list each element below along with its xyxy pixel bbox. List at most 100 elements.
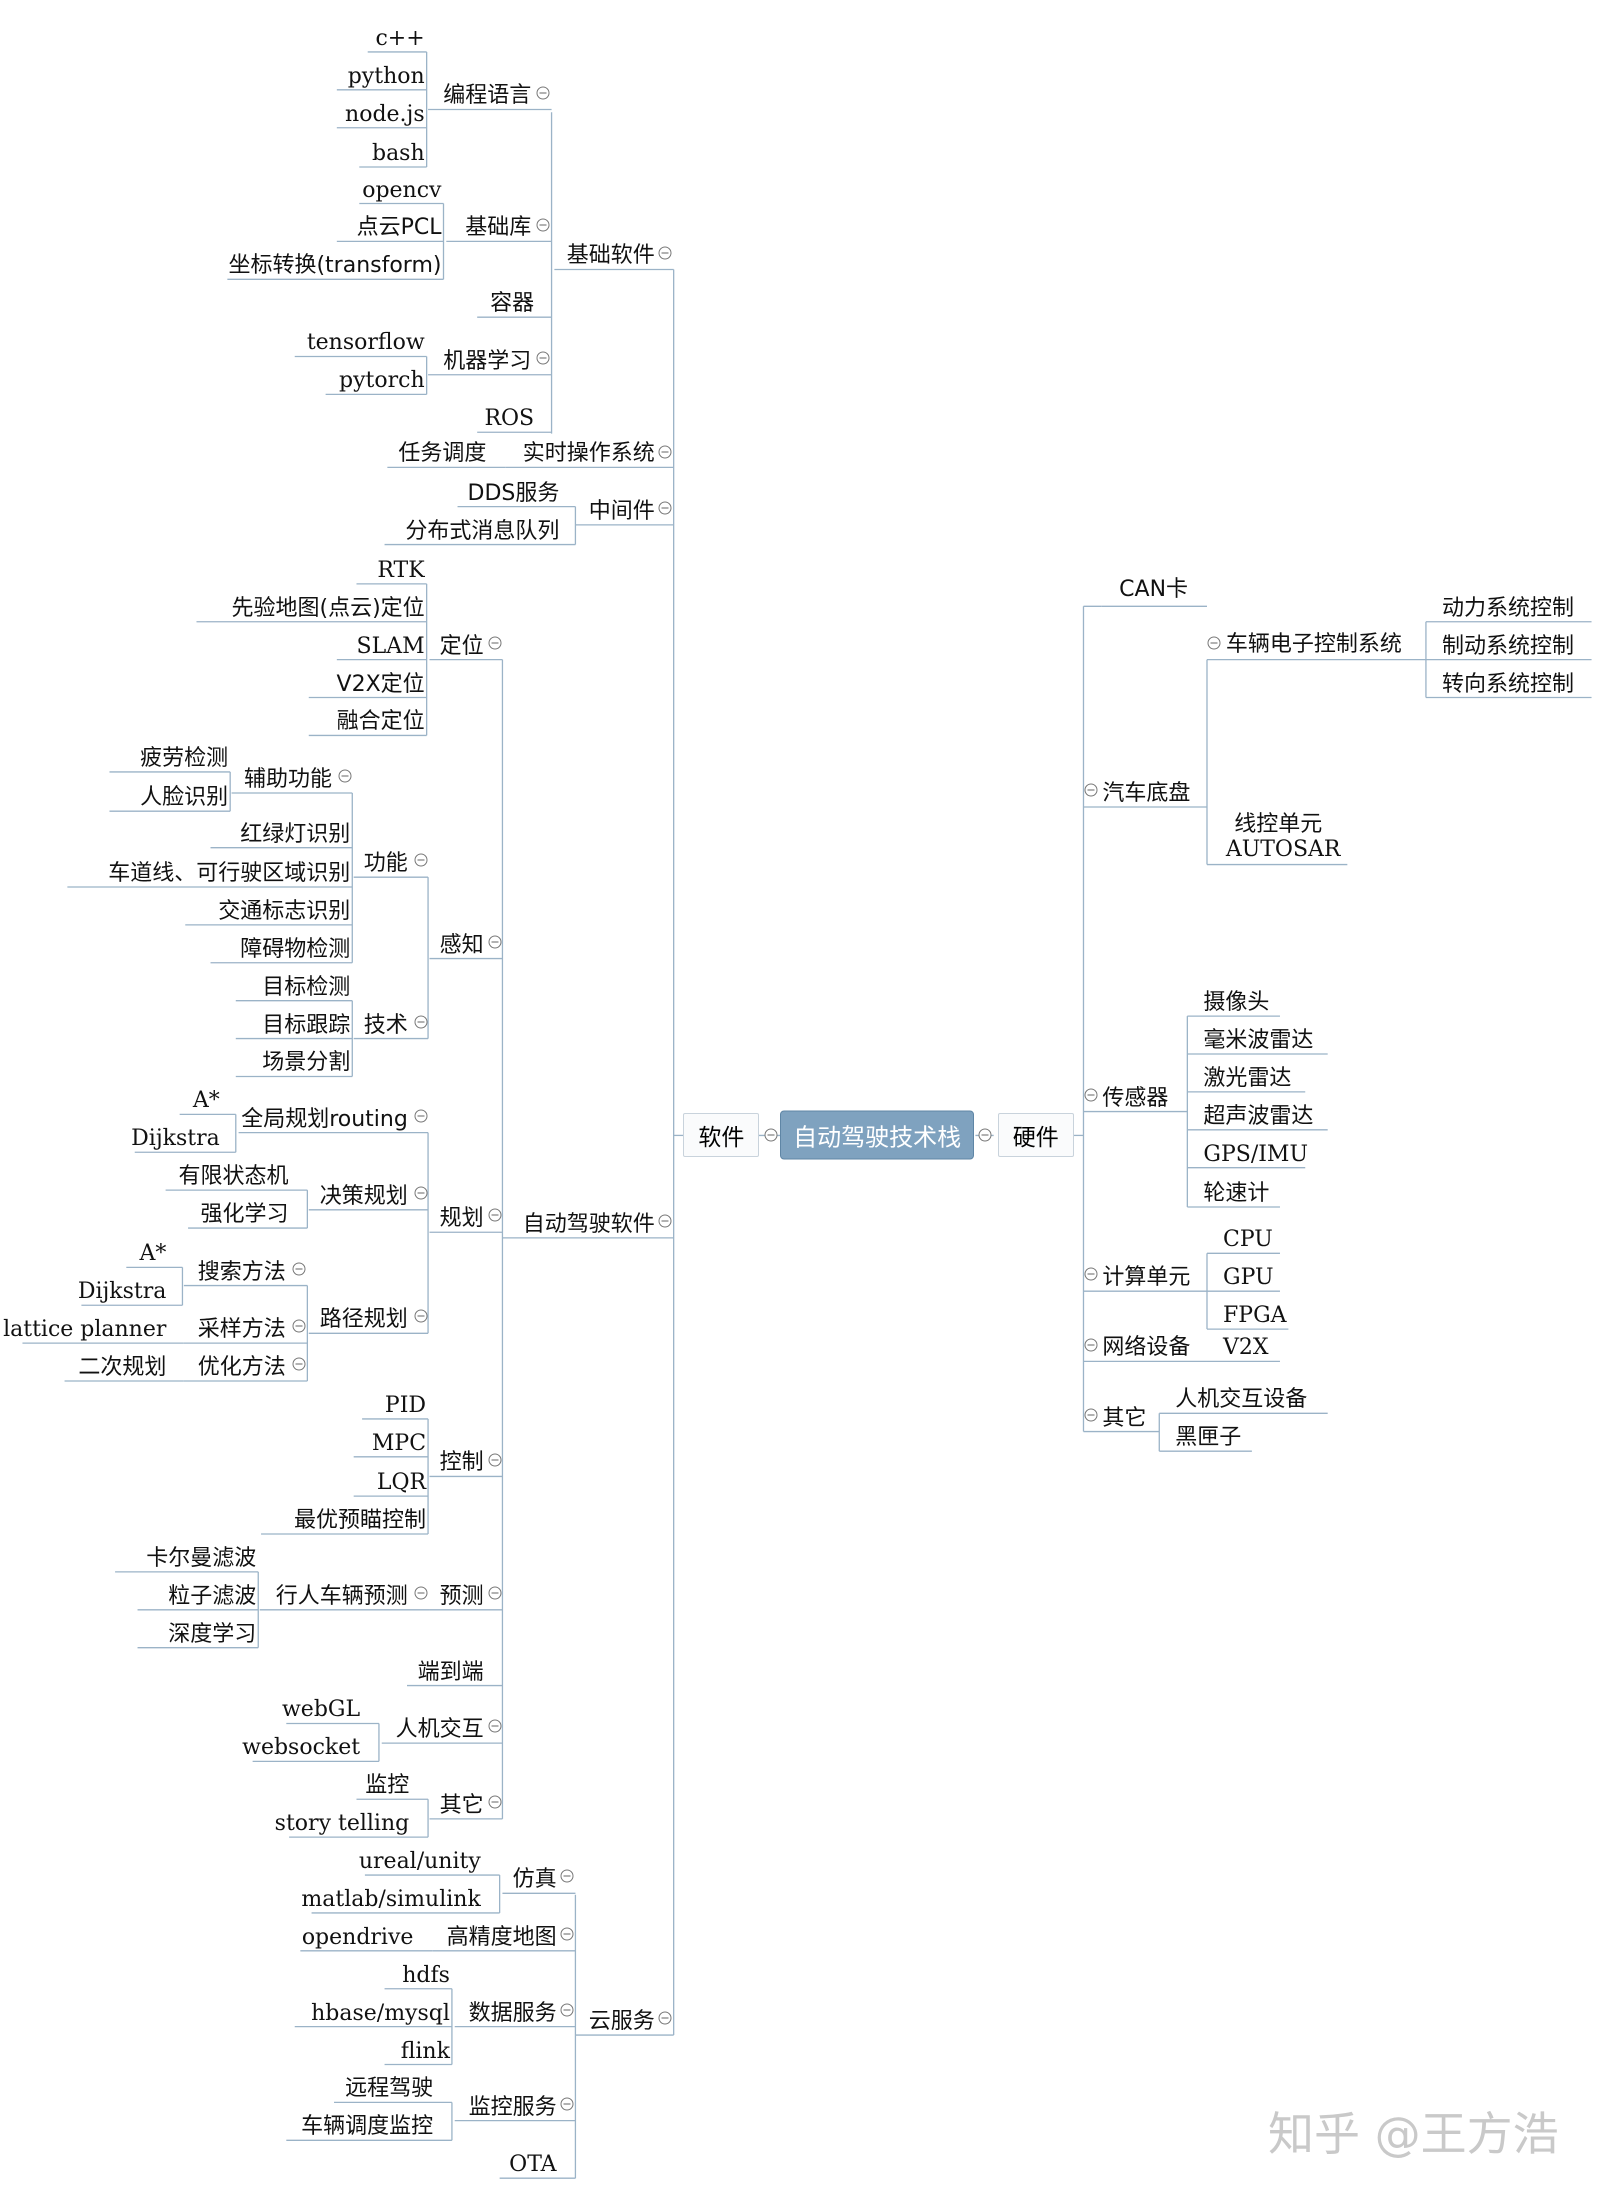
leaf-node[interactable]: 场景分割 (262, 1050, 351, 1076)
collapse-icon[interactable] (536, 86, 550, 100)
leaf-node[interactable]: 摄像头 (1203, 990, 1270, 1016)
collapse-icon[interactable] (1084, 783, 1097, 797)
branch-middleware[interactable]: 中间件 (588, 498, 655, 524)
collapse-icon[interactable] (658, 2011, 672, 2025)
collapse-icon[interactable] (560, 1869, 574, 1883)
leaf-node[interactable]: node.js (345, 101, 425, 127)
collapse-icon[interactable] (292, 1319, 306, 1333)
collapse-icon[interactable] (414, 1309, 428, 1323)
node-base-library[interactable]: 基础库 (465, 215, 532, 241)
leaf-node[interactable]: opencv (362, 177, 442, 203)
node-assist-function[interactable]: 辅助功能 (244, 766, 333, 792)
leaf-node[interactable]: 转向系统控制 (1441, 671, 1574, 697)
node-machine-learning[interactable]: 机器学习 (443, 348, 532, 374)
leaf-node[interactable]: 任务调度 (398, 441, 487, 467)
node-technology[interactable]: 技术 (363, 1012, 408, 1038)
node-ros[interactable]: ROS (484, 406, 535, 432)
collapse-icon[interactable] (1084, 1267, 1097, 1281)
leaf-node[interactable]: 目标跟踪 (262, 1012, 351, 1038)
node-path-planning[interactable]: 路径规划 (319, 1307, 408, 1333)
leaf-node[interactable]: 人脸识别 (140, 785, 229, 811)
leaf-node[interactable]: A* (192, 1088, 220, 1114)
collapse-icon[interactable] (764, 1128, 777, 1142)
leaf-node[interactable]: A* (139, 1241, 167, 1267)
node-monitor-service[interactable]: 监控服务 (468, 2094, 557, 2120)
collapse-icon[interactable] (414, 1109, 428, 1123)
leaf-node[interactable]: MPC (371, 1430, 427, 1456)
root-topic[interactable]: 自动驾驶技术栈 (780, 1110, 975, 1160)
leaf-node[interactable]: 红绿灯识别 (240, 821, 351, 847)
collapse-icon[interactable] (1207, 636, 1221, 650)
node-perception[interactable]: 感知 (439, 932, 484, 958)
node-decision-planning[interactable]: 决策规划 (319, 1183, 408, 1209)
node-planning[interactable]: 规划 (439, 1206, 484, 1232)
leaf-node[interactable]: GPS/IMU (1203, 1141, 1308, 1167)
leaf-node[interactable]: FPGA (1223, 1303, 1287, 1329)
leaf-node[interactable]: lattice planner (3, 1317, 167, 1343)
leaf-node[interactable]: 障碍物检测 (240, 936, 351, 962)
leaf-node[interactable]: CPU (1223, 1227, 1273, 1253)
software-branch[interactable]: 软件 (683, 1113, 760, 1158)
node-ecu[interactable]: 车辆电子控制系统 (1225, 632, 1402, 658)
collapse-icon[interactable] (978, 1128, 992, 1142)
node-hardware-other[interactable]: 其它 (1102, 1405, 1147, 1431)
leaf-node[interactable]: 融合定位 (336, 709, 425, 735)
node-compute[interactable]: 计算单元 (1102, 1265, 1191, 1291)
leaf-node[interactable]: python (347, 63, 425, 89)
node-ota[interactable]: OTA (509, 2152, 557, 2178)
node-data-service[interactable]: 数据服务 (468, 2000, 557, 2026)
leaf-node[interactable]: 人机交互设备 (1175, 1387, 1308, 1413)
collapse-icon[interactable] (414, 1586, 428, 1600)
node-hd-map[interactable]: 高精度地图 (446, 1924, 557, 1950)
node-container[interactable]: 容器 (490, 291, 535, 317)
collapse-icon[interactable] (488, 935, 502, 949)
leaf-node[interactable]: 疲劳检测 (140, 745, 229, 771)
leaf-node[interactable]: 毫米波雷达 (1203, 1028, 1314, 1053)
leaf-node[interactable]: c++ (375, 25, 425, 51)
leaf-node[interactable]: hdfs (402, 1962, 450, 1988)
leaf-node[interactable]: story telling (274, 1811, 410, 1837)
node-end-to-end[interactable]: 端到端 (417, 1659, 484, 1685)
collapse-icon[interactable] (1084, 1408, 1097, 1422)
collapse-icon[interactable] (536, 351, 550, 365)
leaf-node[interactable]: 分布式消息队列 (405, 518, 560, 544)
leaf-node[interactable]: 坐标转换(transform) (228, 253, 442, 279)
leaf-node[interactable]: hbase/mysql (311, 2000, 450, 2026)
collapse-icon[interactable] (1084, 1338, 1097, 1352)
node-other[interactable]: 其它 (439, 1792, 484, 1818)
leaf-node[interactable]: 交通标志识别 (218, 898, 351, 924)
branch-cloud[interactable]: 云服务 (588, 2009, 655, 2035)
leaf-node[interactable]: 目标检测 (262, 974, 351, 1000)
leaf-node[interactable]: 先验地图(点云)定位 (231, 595, 425, 621)
leaf-node[interactable]: AUTOSAR (1225, 837, 1341, 863)
collapse-icon[interactable] (292, 1262, 306, 1276)
leaf-node[interactable]: 车辆调度监控 (301, 2114, 434, 2140)
leaf-node[interactable]: 远程驾驶 (345, 2076, 434, 2102)
node-pedestrian-prediction[interactable]: 行人车辆预测 (275, 1583, 408, 1609)
leaf-node[interactable]: Dijkstra (77, 1279, 167, 1305)
node-wire-control[interactable]: 线控单元 (1234, 811, 1323, 837)
node-localization[interactable]: 定位 (439, 633, 484, 659)
leaf-node[interactable]: 制动系统控制 (1441, 633, 1574, 659)
collapse-icon[interactable] (658, 1214, 672, 1228)
branch-rtos[interactable]: 实时操作系统 (522, 441, 655, 467)
leaf-node[interactable]: 点云PCL (356, 215, 442, 241)
branch-base-software[interactable]: 基础软件 (566, 243, 655, 269)
node-sample-method[interactable]: 采样方法 (197, 1317, 286, 1343)
node-network[interactable]: 网络设备 (1102, 1335, 1191, 1361)
leaf-node[interactable]: V2X定位 (336, 671, 425, 697)
collapse-icon[interactable] (560, 1927, 574, 1941)
node-search-method[interactable]: 搜索方法 (197, 1259, 286, 1285)
leaf-node[interactable]: PID (384, 1392, 427, 1418)
collapse-icon[interactable] (488, 1795, 502, 1809)
node-programming-language[interactable]: 编程语言 (443, 83, 532, 109)
node-can-card[interactable]: CAN卡 (1119, 577, 1189, 603)
leaf-node[interactable]: 有限状态机 (178, 1164, 289, 1190)
node-optimize-method[interactable]: 优化方法 (197, 1355, 286, 1381)
leaf-node[interactable]: RTK (377, 557, 425, 583)
leaf-node[interactable]: opendrive (301, 1924, 414, 1950)
collapse-icon[interactable] (414, 853, 428, 867)
collapse-icon[interactable] (658, 501, 672, 515)
leaf-node[interactable]: matlab/simulink (301, 1886, 481, 1912)
node-function[interactable]: 功能 (363, 851, 408, 877)
